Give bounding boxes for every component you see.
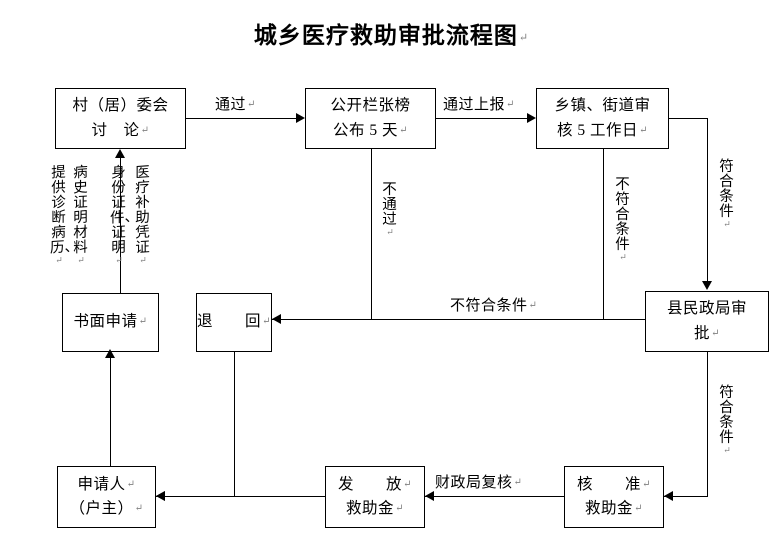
arrow-head-icon (156, 491, 165, 501)
node-return-back[interactable]: 退 回↵ (196, 293, 272, 352)
paragraph-mark-icon: ↵ (723, 445, 731, 456)
paragraph-mark-icon: ↵ (518, 32, 530, 44)
paragraph-mark-icon: ↵ (513, 477, 523, 488)
arrow-head-icon (296, 113, 305, 123)
paragraph-mark-icon: ↵ (723, 219, 731, 230)
paragraph-mark-icon: ↵ (386, 227, 394, 238)
edge-label-pass-report: 通过上报↵ (443, 97, 515, 113)
edge-county-eligible-horizontal (664, 496, 708, 497)
paragraph-mark-icon: ↵ (115, 255, 123, 266)
edge-label-eligible-county: 符合条件↵ (719, 385, 734, 456)
paragraph-mark-icon: ↵ (139, 255, 147, 266)
edge-posting-not-pass-vertical (371, 149, 372, 319)
edge-township-not-eligible-vertical (603, 149, 604, 319)
edge-label-not-pass: 不通过↵ (382, 182, 397, 238)
paragraph-mark-icon: ↵ (642, 478, 651, 490)
node-village-committee-line1: 村（居）委会 (72, 97, 169, 115)
node-township-review-line1: 乡镇、街道审 (554, 97, 651, 115)
node-applicant[interactable]: 申请人↵ （户主）↵ (57, 466, 156, 528)
edge-posting-to-township (436, 118, 527, 119)
edge-label-eligible-township: 符合条件↵ (719, 159, 734, 230)
page-title-text: 城乡医疗救助审批流程图 (253, 23, 518, 48)
edge-county-eligible-vertical (707, 352, 708, 497)
node-county-civil-affairs[interactable]: 县民政局审 批↵ (645, 291, 769, 352)
edge-issue-to-applicant (156, 496, 325, 497)
paragraph-mark-icon: ↵ (77, 255, 85, 266)
edge-label-id-documents: 身份证件、证明↵ (110, 164, 139, 266)
node-public-posting-line2: 公布 5 天↵ (333, 121, 408, 139)
edge-return-to-applicant-vertical (234, 352, 235, 497)
paragraph-mark-icon: ↵ (55, 255, 63, 266)
paragraph-mark-icon: ↵ (395, 503, 404, 514)
paragraph-mark-icon: ↵ (140, 124, 150, 136)
paragraph-mark-icon: ↵ (138, 316, 148, 328)
paragraph-mark-icon: ↵ (711, 327, 720, 339)
node-village-committee[interactable]: 村（居）委会 讨 论↵ (55, 88, 186, 149)
arrow-head-icon (115, 149, 125, 158)
arrow-head-icon (664, 491, 673, 501)
node-issue-fund[interactable]: 发 放↵ 救助金↵ (325, 466, 425, 528)
paragraph-mark-icon: ↵ (262, 316, 271, 328)
arrow-head-icon (425, 491, 434, 501)
node-township-review[interactable]: 乡镇、街道审 核 5 工作日↵ (536, 88, 669, 149)
edge-written-to-village-vertical (120, 158, 121, 293)
node-village-committee-line2: 讨 论↵ (91, 121, 150, 139)
node-public-posting[interactable]: 公开栏张榜 公布 5 天↵ (305, 88, 436, 149)
node-township-review-line2: 核 5 工作日↵ (557, 121, 648, 139)
node-applicant-line2: （户主）↵ (69, 500, 144, 517)
paragraph-mark-icon: ↵ (399, 124, 408, 136)
node-issue-fund-line2: 救助金↵ (346, 500, 404, 517)
edge-applicant-to-written-vertical (110, 358, 111, 466)
edge-county-not-eligible-to-return (272, 319, 645, 320)
node-applicant-line1: 申请人↵ (77, 475, 136, 493)
paragraph-mark-icon: ↵ (634, 503, 643, 514)
edge-approve-to-issue (425, 496, 564, 497)
node-county-civil-affairs-line1: 县民政局审 (666, 300, 747, 318)
edge-township-eligible-vertical (707, 118, 708, 282)
arrow-head-icon (105, 349, 115, 358)
paragraph-mark-icon: ↵ (126, 478, 136, 490)
node-county-civil-affairs-line2: 批↵ (694, 324, 720, 342)
node-approve-fund[interactable]: 核 准↵ 救助金↵ (564, 466, 664, 528)
node-public-posting-line1: 公开栏张榜 (330, 97, 411, 115)
node-written-application[interactable]: 书面申请↵ (62, 293, 159, 352)
edge-label-not-eligible-township: 不符合条件↵ (615, 177, 630, 263)
paragraph-mark-icon: ↵ (528, 300, 538, 311)
node-approve-fund-line1: 核 准↵ (577, 475, 651, 493)
page-title: 城乡医疗救助审批流程图↵ (0, 16, 783, 50)
arrow-head-icon (702, 281, 712, 290)
arrow-head-icon (272, 314, 281, 324)
arrow-head-icon (527, 113, 536, 123)
node-return-back-line1: 退 回↵ (197, 313, 271, 331)
paragraph-mark-icon: ↵ (403, 478, 412, 490)
node-approve-fund-line2: 救助金↵ (585, 500, 643, 517)
edge-township-eligible-top (668, 118, 708, 119)
edge-village-to-posting (186, 118, 296, 119)
edge-label-provide-diagnosis-record: 提供诊断病历、↵ (50, 164, 79, 266)
edge-label-pass: 通过↵ (215, 97, 256, 113)
edge-label-not-eligible-county: 不符合条件↵ (450, 298, 538, 314)
paragraph-mark-icon: ↵ (247, 99, 256, 110)
node-written-application-line1: 书面申请↵ (73, 313, 148, 331)
paragraph-mark-icon: ↵ (639, 124, 648, 136)
paragraph-mark-icon: ↵ (619, 252, 627, 263)
paragraph-mark-icon: ↵ (506, 99, 515, 110)
paragraph-mark-icon: ↵ (134, 503, 144, 514)
node-issue-fund-line1: 发 放↵ (338, 475, 412, 493)
edge-label-finance-recheck: 财政局复核↵ (435, 475, 523, 491)
